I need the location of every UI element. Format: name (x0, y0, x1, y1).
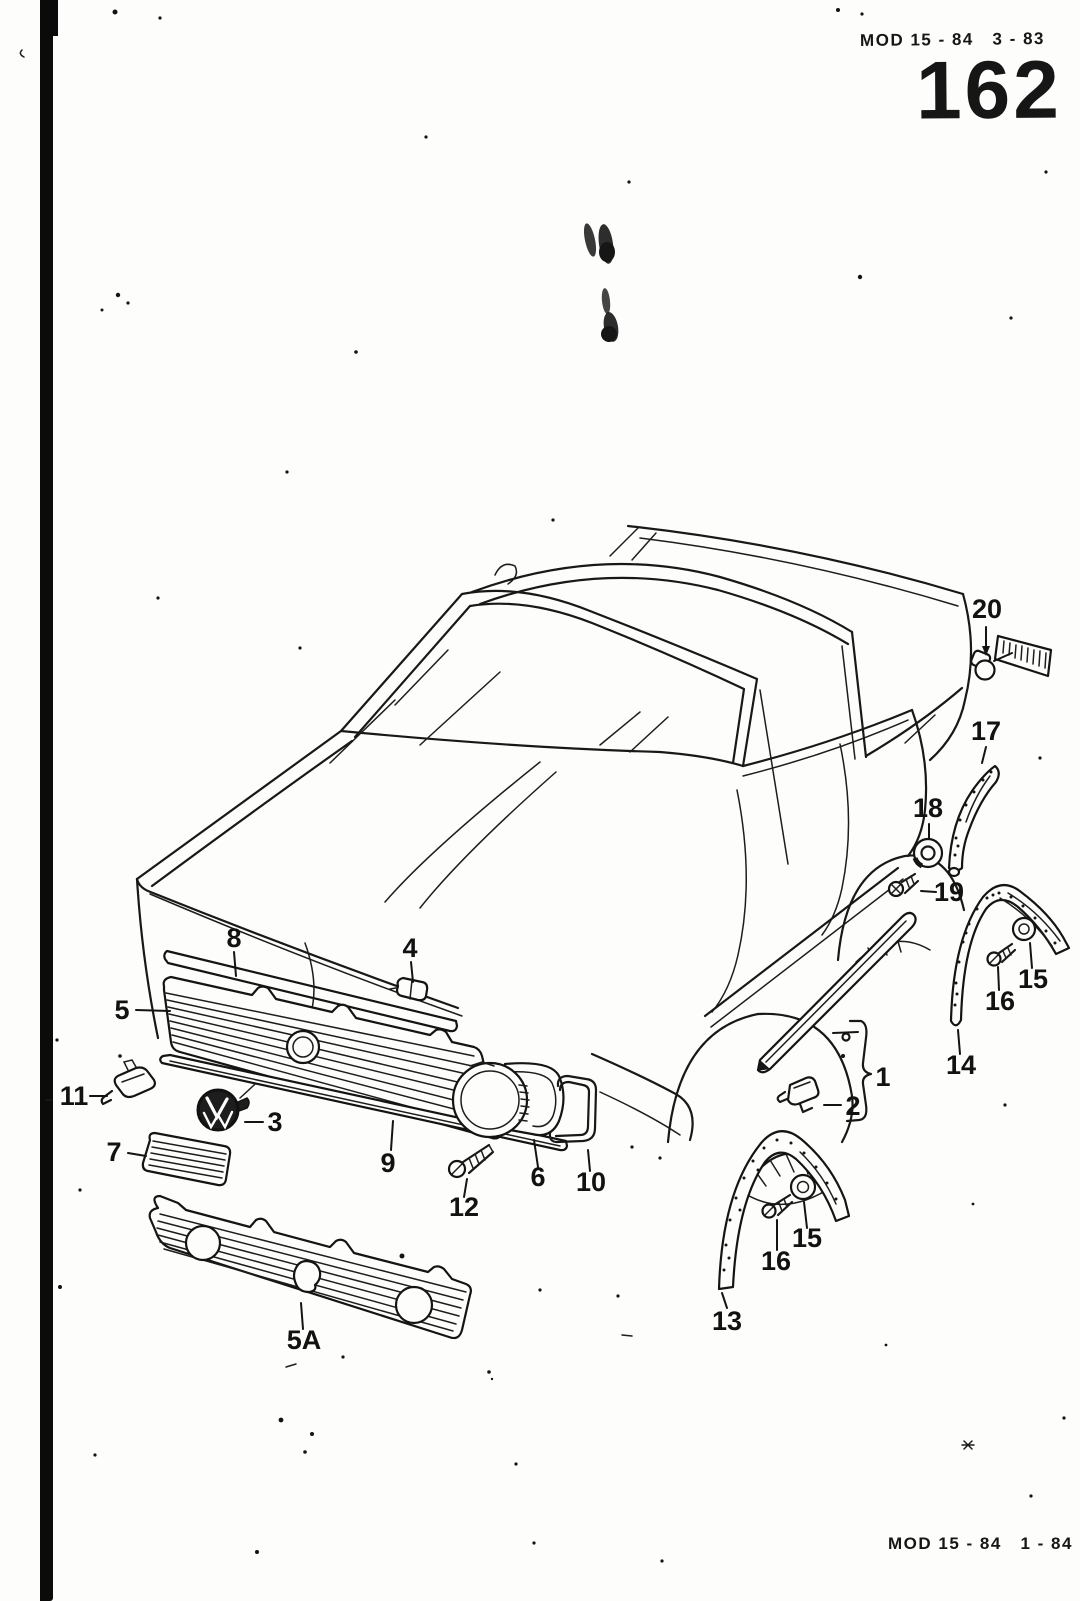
callout-18-label: 18 (913, 793, 943, 823)
callout-7: 7 (106, 1137, 147, 1167)
part-10-bracket (548, 1074, 598, 1144)
part-7-badge-plate (141, 1131, 232, 1187)
part-15-washer-rear (1011, 916, 1037, 942)
callout-2: 2 (823, 1091, 861, 1121)
callout-9-label: 9 (380, 1148, 395, 1178)
callout-1: 1 (875, 1062, 890, 1092)
callout-16-front: 16 (761, 1219, 791, 1276)
callout-16-front-label: 16 (761, 1246, 791, 1276)
part-13-wheel-arch-trim-front (717, 1130, 851, 1291)
callout-15-rear: 15 (1018, 942, 1048, 994)
callout-8-label: 8 (226, 923, 241, 953)
callout-5a-label: 5A (287, 1325, 322, 1355)
callout-14-label: 14 (946, 1050, 976, 1080)
part-20-clip-plate (970, 634, 1053, 681)
callout-10: 10 (576, 1149, 606, 1197)
callout-3: 3 (244, 1107, 283, 1137)
callout-20-label: 20 (972, 594, 1002, 624)
callout-6: 6 (530, 1139, 546, 1192)
part-sill-molding (756, 911, 917, 1074)
callout-5-label: 5 (114, 995, 129, 1025)
part-4-clip (389, 976, 429, 1002)
callout-7-label: 7 (106, 1137, 121, 1167)
part-16-screw-front (761, 1193, 794, 1219)
callout-15-rear-label: 15 (1018, 964, 1048, 994)
paper-specks (19, 8, 1066, 1563)
callout-13-label: 13 (712, 1306, 742, 1336)
part-11-clip (100, 1054, 156, 1106)
callout-8: 8 (226, 923, 242, 977)
callout-5a: 5A (287, 1302, 322, 1355)
callout-17-label: 17 (971, 716, 1001, 746)
ink-smudges (583, 223, 619, 342)
callout-13: 13 (712, 1292, 742, 1336)
callout-1-label: 1 (875, 1062, 890, 1092)
part-18-grommet (912, 837, 944, 869)
part-5-upper-grille (162, 975, 502, 1140)
part-8-upper-molding (163, 949, 459, 1033)
callout-17: 17 (971, 716, 1001, 764)
binding-edge-bar-top (40, 0, 58, 36)
part-5a-lower-grille (148, 1194, 472, 1340)
callout-2-label: 2 (845, 1091, 860, 1121)
part-3-vw-emblem (196, 1088, 250, 1132)
callout-10-label: 10 (576, 1167, 606, 1197)
part-12-screw (447, 1143, 495, 1179)
callout-19: 19 (920, 877, 964, 907)
callout-16-rear: 16 (985, 966, 1015, 1016)
callout-16-rear-label: 16 (985, 986, 1015, 1016)
callout-4: 4 (402, 933, 418, 983)
callout-15-front-label: 15 (792, 1223, 822, 1253)
part-16-screw-rear (986, 942, 1017, 967)
callout-19-label: 19 (934, 877, 964, 907)
callout-11: 11 (60, 1081, 108, 1111)
callout-6-label: 6 (530, 1162, 545, 1192)
part-15-washer-front (789, 1173, 817, 1201)
part-1-fastener-set (832, 1019, 873, 1123)
callout-12-label: 12 (449, 1192, 479, 1222)
callout-11-label: 11 (60, 1081, 89, 1111)
part-6-headlight-bezel (451, 1061, 565, 1139)
part-19-screw (887, 872, 920, 898)
callout-5: 5 (114, 995, 171, 1025)
callout-4-label: 4 (402, 933, 417, 963)
callout-labels: 8 4 5 11 3 7 9 (60, 594, 1048, 1355)
callout-15-front: 15 (792, 1201, 822, 1253)
footer-mod-code: MOD 15 - 84 1 - 84 (888, 1534, 1073, 1553)
callout-9: 9 (380, 1120, 396, 1178)
part-17-corner-trim (947, 764, 1000, 878)
callout-3-label: 3 (267, 1107, 282, 1137)
callout-18: 18 (913, 793, 943, 840)
callout-20: 20 (972, 594, 1002, 656)
callout-12: 12 (449, 1178, 479, 1222)
part-2-clip (776, 1076, 820, 1114)
binding-edge-bar (40, 0, 53, 1601)
callout-14: 14 (946, 1029, 976, 1080)
